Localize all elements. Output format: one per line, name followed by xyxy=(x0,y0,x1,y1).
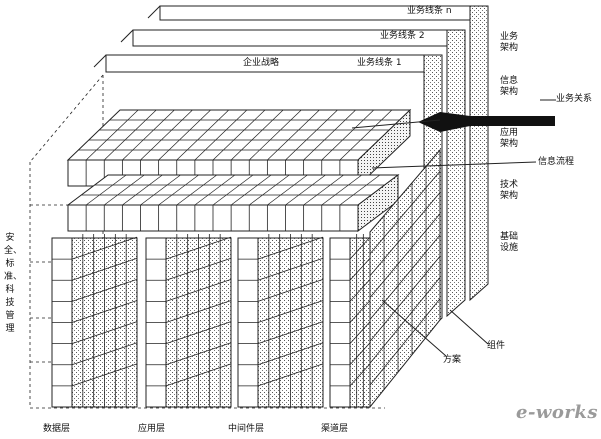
right-grid-row xyxy=(369,298,441,386)
app-slab-col xyxy=(339,109,393,161)
app-slab-col xyxy=(176,109,229,161)
column-channel-layer-diag xyxy=(349,279,371,302)
column-channel-layer-diag xyxy=(349,257,371,281)
business-relation-arrow xyxy=(418,112,555,132)
tech-slab-col xyxy=(176,174,217,206)
app-slab-col xyxy=(122,109,175,161)
app-slab-col xyxy=(158,109,211,161)
tech-slab-col xyxy=(249,174,290,206)
component-leader xyxy=(449,309,489,345)
right-grid-row xyxy=(369,255,441,342)
business-relation-callout: 业务关系 xyxy=(556,94,593,104)
tech-slab-col xyxy=(339,174,381,206)
tech-slab-col xyxy=(321,174,362,206)
bottom-label-channel-layer: 渠道层 xyxy=(321,424,349,434)
business-relation-leader xyxy=(351,119,441,129)
business-line-2-label: 业务线条 2 xyxy=(380,31,425,41)
tech-slab-col xyxy=(140,174,181,206)
right-label-infrastructure: 基础设施 xyxy=(500,232,519,253)
bottom-label-middleware-layer: 中间件层 xyxy=(228,424,265,434)
plane-business-line-n-edge xyxy=(147,5,161,19)
tech-slab-col xyxy=(303,174,344,206)
right-grid-row xyxy=(369,234,441,320)
component-callout: 组件 xyxy=(487,341,506,351)
plane-business-line-1-edge xyxy=(93,54,107,68)
e-works-watermark: e-works xyxy=(516,402,599,423)
left-vertical-label: 安全、标准、科技管理 xyxy=(4,233,23,334)
solution-leader xyxy=(381,299,447,357)
app-slab-col xyxy=(267,109,320,161)
tech-slab-col xyxy=(194,174,236,206)
bottom-label-app-layer: 应用层 xyxy=(138,424,166,434)
app-slab-col xyxy=(230,109,284,161)
tech-slab-col xyxy=(285,174,326,206)
enterprise-strategy-label: 企业战略 xyxy=(243,58,280,68)
tech-slab-col xyxy=(85,174,127,206)
plane-business-line-n-side xyxy=(469,5,489,302)
column-channel-layer-diag xyxy=(349,342,371,366)
column-channel-layer-diag xyxy=(349,236,371,260)
app-slab-col xyxy=(212,109,266,161)
info-flow-callout: 信息流程 xyxy=(538,157,575,167)
app-slab-col xyxy=(321,109,374,161)
column-channel-layer-diag xyxy=(349,363,371,387)
tech-slab-col xyxy=(104,174,145,206)
dashed-edge-top-left xyxy=(29,74,104,163)
solution-callout: 方案 xyxy=(443,355,462,365)
right-grid-row xyxy=(369,170,441,255)
plane-business-line-2-edge xyxy=(120,29,134,43)
business-line-1-label: 业务线条 1 xyxy=(357,58,402,68)
right-label-app-arch: 应用架构 xyxy=(500,128,519,149)
app-slab-col xyxy=(249,109,302,161)
column-channel-layer-diag xyxy=(349,300,371,323)
tech-slab-col xyxy=(267,174,308,206)
tech-slab-col xyxy=(122,174,163,206)
info-flow-leader xyxy=(371,161,537,169)
right-grid-panel xyxy=(369,148,441,409)
tech-slab-col xyxy=(212,174,254,206)
right-grid-row xyxy=(369,213,441,298)
app-slab-col xyxy=(85,109,139,161)
right-label-business-arch: 业务架构 xyxy=(500,32,519,53)
app-slab-col xyxy=(303,109,356,161)
column-channel-layer-diag xyxy=(349,321,371,344)
right-label-info-arch: 信息架构 xyxy=(500,76,519,97)
plane-business-line-2-side xyxy=(446,29,466,318)
app-slab-col xyxy=(285,109,338,161)
right-label-tech-arch: 技术架构 xyxy=(500,180,519,201)
app-slab-col xyxy=(140,109,193,161)
tech-slab-col xyxy=(158,174,199,206)
right-grid-row xyxy=(369,192,441,277)
business-line-n-label: 业务线条 n xyxy=(407,6,452,16)
tech-slab-col xyxy=(230,174,272,206)
bottom-label-data-layer: 数据层 xyxy=(43,424,71,434)
app-slab-col xyxy=(104,109,157,161)
app-slab-col xyxy=(194,109,248,161)
